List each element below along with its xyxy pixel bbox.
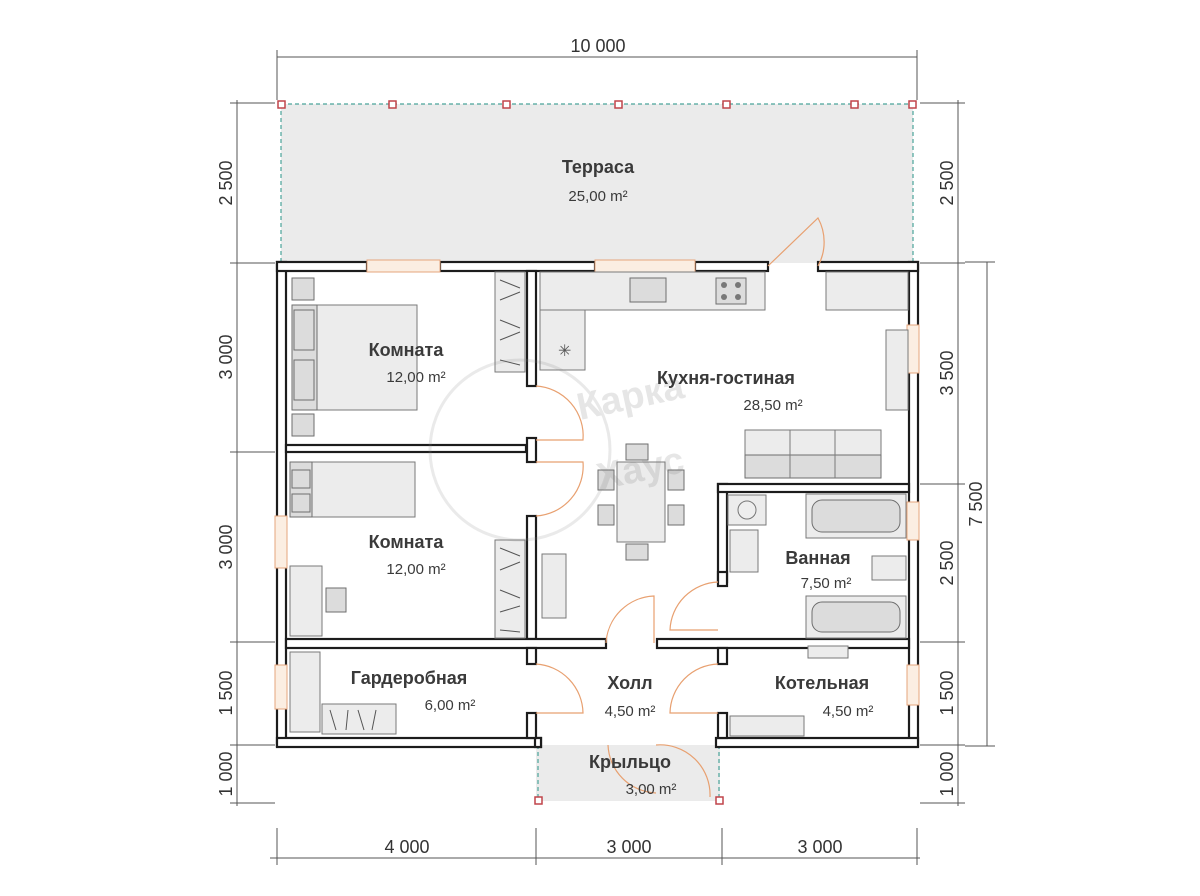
sofa (744, 429, 882, 479)
boiler-name: Котельная (775, 673, 869, 693)
dim-left-room1: 3 000 (216, 334, 236, 379)
dim-right-kitchen: 3 500 (937, 350, 957, 395)
fridge (825, 271, 909, 311)
bath-name: Ванная (785, 548, 850, 568)
bed-1 (291, 277, 418, 437)
bed-2 (289, 461, 416, 518)
dim-right-boiler: 1 500 (937, 670, 957, 715)
hall-shelf (541, 553, 567, 619)
bath-area: 7,50 m² (801, 575, 852, 592)
terrace-area (281, 104, 913, 263)
dim-right-porch: 1 000 (937, 751, 957, 796)
porch-post (715, 796, 724, 805)
dim-right-terrace: 2 500 (937, 160, 957, 205)
wardrobe-2 (494, 539, 526, 639)
kitchen-counter: ✳ (539, 271, 766, 371)
tv-stand (885, 329, 909, 411)
room1-area: 12,00 m² (386, 369, 445, 386)
terrace-name: Терраса (562, 157, 635, 177)
dim-bottom-right: 3 000 (797, 837, 842, 857)
room2-name: Комната (369, 532, 445, 552)
dining-table (597, 443, 685, 561)
bathroom-fixtures (727, 493, 907, 639)
dim-right-total: 7 500 (966, 481, 986, 526)
hall-area: 4,50 m² (605, 703, 656, 720)
dim-left-wardrobe: 1 500 (216, 670, 236, 715)
dimension-lines (230, 50, 995, 865)
boiler-shelf (807, 645, 849, 659)
porch-area-label: 3,00 m² (626, 781, 677, 798)
dim-left-room2: 3 000 (216, 524, 236, 569)
kitchen-name: Кухня-гостиная (657, 368, 795, 388)
wardrobe-room-fixtures (289, 651, 397, 735)
hall-name: Холл (607, 673, 652, 693)
dim-left-terrace: 2 500 (216, 160, 236, 205)
wardrobe-name: Гардеробная (351, 668, 467, 688)
dim-left-porch: 1 000 (216, 751, 236, 796)
terrace-area-label: 25,00 m² (568, 188, 627, 205)
terrace-posts (277, 100, 917, 109)
wardrobe-area: 6,00 m² (425, 697, 476, 714)
porch-name: Крыльцо (589, 752, 671, 772)
room2-area: 12,00 m² (386, 561, 445, 578)
dim-right-bath: 2 500 (937, 540, 957, 585)
dim-top: 10 000 (570, 36, 625, 56)
room1-name: Комната (369, 340, 445, 360)
porch-post (534, 796, 543, 805)
doors (535, 217, 825, 798)
inner-walls (284, 269, 911, 740)
dim-bottom-mid: 3 000 (606, 837, 651, 857)
svg-text:✳: ✳ (558, 341, 571, 360)
dim-bottom-left: 4 000 (384, 837, 429, 857)
kitchen-area: 28,50 m² (743, 397, 802, 414)
desk-2 (289, 565, 347, 637)
boiler-area: 4,50 m² (823, 703, 874, 720)
wardrobe-1 (494, 271, 526, 373)
boiler-unit (729, 715, 805, 737)
